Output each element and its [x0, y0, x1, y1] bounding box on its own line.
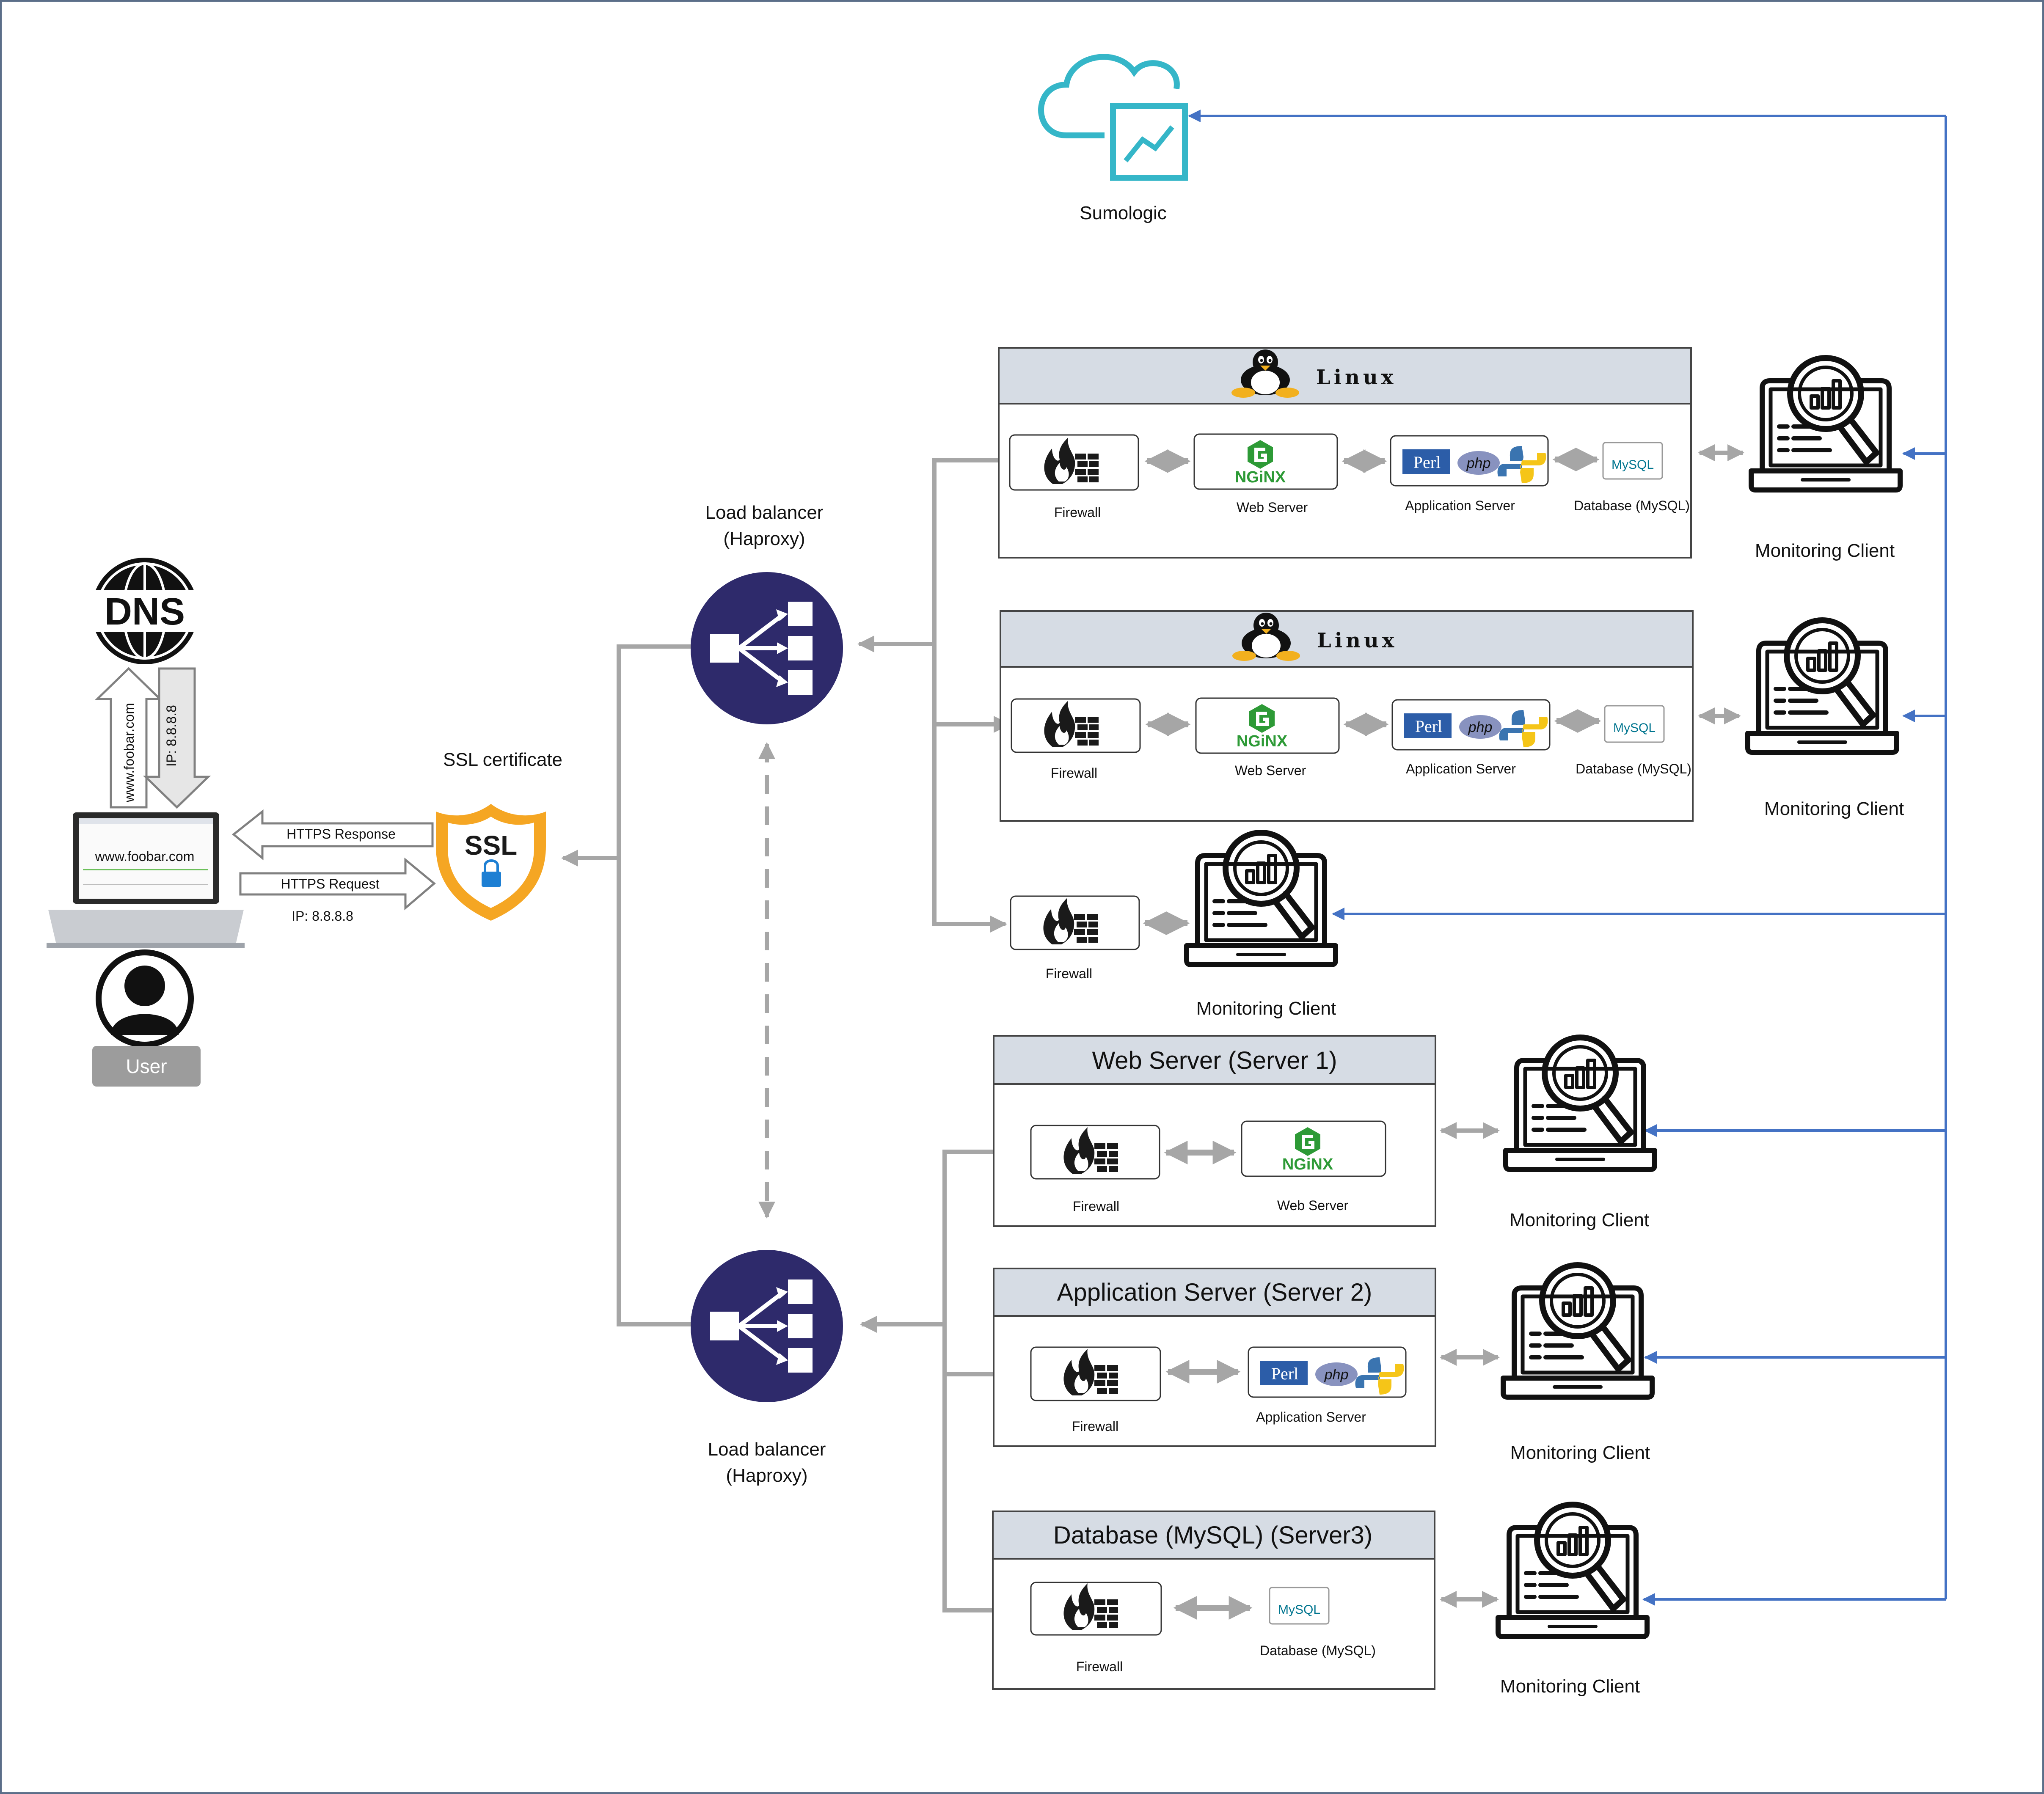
ssl-certificate-label: SSL certificate	[443, 749, 562, 770]
firewall-box	[1030, 1346, 1161, 1401]
python-logo-icon	[1499, 710, 1548, 747]
web-server-1-title: Web Server (Server 1)	[1092, 1047, 1337, 1074]
standalone-monitor-label: Monitoring Client	[1196, 998, 1336, 1019]
monitoring-laptop-magnifier-icon	[1503, 1265, 1652, 1397]
app-server-2-monitor-label: Monitoring Client	[1510, 1442, 1650, 1463]
user-label-box	[92, 1046, 201, 1087]
db-server-3-firewall-label: Firewall	[1076, 1659, 1123, 1674]
lb1-label-line1: Load balancer	[705, 502, 824, 523]
php-logo-icon	[1315, 1362, 1358, 1386]
monitoring-laptop-magnifier-icon	[1187, 833, 1336, 965]
monitoring-bus	[1188, 110, 1947, 1606]
lb2-label-line2: (Haproxy)	[726, 1465, 807, 1486]
monitoring-laptop-magnifier-icon	[1506, 1037, 1655, 1169]
linux-2-web-label: Web Server	[1235, 763, 1306, 778]
perl-logo-icon	[1404, 713, 1452, 738]
perl-text: Perl	[1413, 453, 1441, 472]
linux-1-monitor-label: Monitoring Client	[1755, 540, 1895, 561]
https-response-label: HTTPS Response	[286, 826, 396, 842]
monitoring-laptop-magnifier-icon	[1748, 620, 1897, 752]
monitoring-laptop-magnifier-icon	[1751, 358, 1900, 490]
web-server-1-firewall-label: Firewall	[1073, 1199, 1119, 1214]
php-logo-icon	[1459, 715, 1501, 739]
https-request-label: HTTPS Request	[281, 876, 380, 891]
app-server-2-firewall-label: Firewall	[1072, 1419, 1118, 1434]
lb1-fanout	[857, 452, 1028, 933]
database-server-3: Database (MySQL) (Server3) Firewall MySQ…	[992, 1511, 1435, 1690]
lb2-label-line1: Load balancer	[708, 1439, 826, 1460]
monitoring-laptop-magnifier-icon	[1498, 1505, 1647, 1637]
web-server-1-monitor-label: Monitoring Client	[1510, 1210, 1649, 1230]
user-label: User	[126, 1055, 167, 1077]
python-logo-icon	[1497, 446, 1546, 483]
linux-server-2: Linux Firewall NGiNX Web Server Perl php…	[1000, 610, 1694, 822]
browser-url: www.foobar.com	[95, 849, 195, 864]
app-server-2-component-label: Application Server	[1256, 1409, 1366, 1425]
linux-1-web-label: Web Server	[1237, 500, 1308, 515]
ssl-lb-connectors	[561, 638, 708, 1333]
standalone-firewall: Firewall	[1010, 895, 1140, 981]
linux-1-app-label: Application Server	[1405, 498, 1515, 513]
firewall-box	[1030, 1125, 1160, 1180]
app-server-2-title: Application Server (Server 2)	[1057, 1279, 1372, 1306]
standalone-firewall-label: Firewall	[1046, 966, 1092, 981]
nginx-text: NGiNX	[1235, 468, 1286, 486]
firewall-box	[1011, 698, 1141, 753]
linux-2-db-label: Database (MySQL)	[1576, 761, 1691, 776]
php-logo-icon	[1457, 451, 1500, 475]
linux-2-app-label: Application Server	[1406, 761, 1516, 776]
perl-text: Perl	[1271, 1364, 1298, 1383]
php-text: php	[1324, 1367, 1349, 1383]
dns-label: DNS	[105, 591, 185, 633]
load-balancer-2-icon	[691, 1250, 843, 1402]
mysql-text: MySQL	[1613, 721, 1656, 735]
ssl-badge-text: SSL	[465, 830, 517, 861]
perl-text: Perl	[1415, 717, 1442, 736]
web-server-1-component-label: Web Server	[1277, 1198, 1349, 1213]
python-logo-icon	[1355, 1357, 1404, 1395]
perl-logo-icon	[1402, 449, 1450, 474]
perl-logo-icon	[1260, 1361, 1308, 1385]
db-server-3-title: Database (MySQL) (Server3)	[1053, 1522, 1372, 1549]
mysql-text: MySQL	[1612, 458, 1654, 472]
linux-server-1: Linux Firewall NGiNX Web Server Perl php…	[998, 347, 1692, 559]
dns-query-text: www.foobar.com	[121, 703, 137, 803]
load-balancer-1-icon	[691, 572, 843, 724]
firewall-box	[1010, 895, 1140, 950]
linux-1-db-label: Database (MySQL)	[1574, 498, 1690, 513]
dns-query-arrow	[94, 667, 163, 809]
user-avatar-icon	[96, 949, 194, 1048]
nginx-text: NGiNX	[1237, 732, 1288, 750]
db-server-3-component-label: Database (MySQL)	[1260, 1643, 1376, 1658]
php-text: php	[1466, 455, 1491, 471]
linux-1-firewall-label: Firewall	[1054, 505, 1101, 520]
client-ip-label: IP: 8.8.8.8	[292, 908, 353, 924]
firewall-box	[1030, 1582, 1162, 1636]
sumologic-icon	[1038, 54, 1188, 181]
web-server-1: Web Server (Server 1) Firewall NGiNX Web…	[993, 1035, 1436, 1227]
db-server-3-monitor-label: Monitoring Client	[1500, 1676, 1640, 1697]
https-response-arrow	[232, 809, 434, 861]
linux-2-monitor-label: Monitoring Client	[1764, 798, 1904, 819]
https-request-arrow	[239, 857, 436, 911]
mysql-text: MySQL	[1278, 1603, 1320, 1617]
ssl-shield-icon	[436, 804, 546, 921]
linux-1-title: Linux	[1316, 366, 1397, 389]
lb1-label-line2: (Haproxy)	[723, 528, 805, 549]
laptop-browser-icon	[47, 812, 245, 948]
linux-2-title: Linux	[1317, 629, 1397, 652]
linux-2-firewall-label: Firewall	[1051, 765, 1097, 781]
application-server-2: Application Server (Server 2) Firewall P…	[993, 1268, 1436, 1447]
sumologic-label: Sumologic	[1080, 203, 1166, 223]
dns-answer-arrow	[143, 667, 211, 809]
dns-globe-icon	[91, 558, 199, 664]
nginx-text: NGiNX	[1282, 1156, 1333, 1173]
php-text: php	[1468, 719, 1493, 735]
dns-answer-text: IP: 8.8.8.8	[164, 705, 179, 767]
